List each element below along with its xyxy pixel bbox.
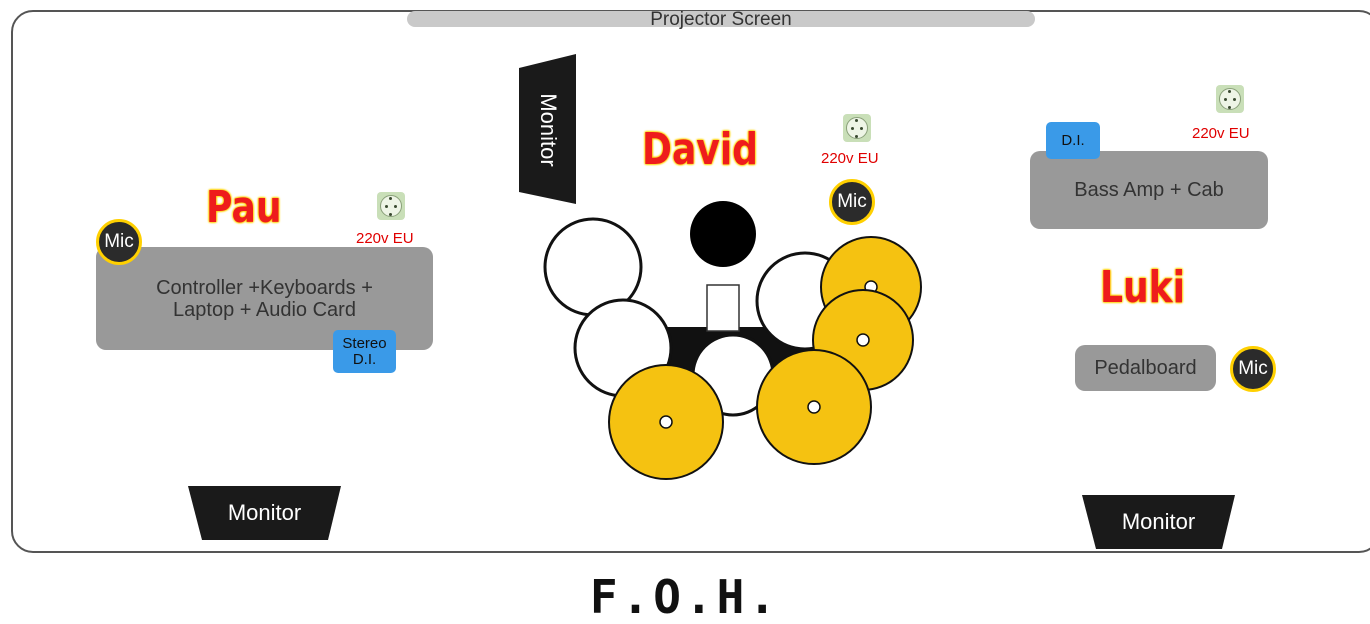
luki-di-box: D.I. bbox=[1046, 122, 1100, 159]
david-power-label: 220v EU bbox=[821, 150, 879, 167]
david-monitor-label: Monitor bbox=[536, 93, 561, 167]
luki-power-label: 220v EU bbox=[1192, 125, 1250, 142]
david-mic-label: Mic bbox=[837, 191, 867, 212]
pau-monitor-label: Monitor bbox=[227, 500, 302, 525]
david-name: David bbox=[642, 124, 759, 175]
luki-mic-label: Mic bbox=[1238, 358, 1268, 379]
drum-kit bbox=[543, 201, 922, 480]
pau-di-line2: D.I. bbox=[352, 350, 377, 368]
projector-screen bbox=[407, 11, 1035, 27]
luki-di-label: D.I. bbox=[1061, 131, 1085, 149]
luki-power-outlet-icon bbox=[1216, 85, 1244, 113]
foh-label: F.O.H. bbox=[589, 570, 781, 624]
pau-power-label: 220v EU bbox=[356, 230, 414, 247]
pau-monitor-wedge bbox=[188, 486, 341, 540]
pau-stereo-di-box: Stereo D.I. bbox=[333, 330, 396, 373]
pau-mic-icon: Mic bbox=[96, 219, 142, 265]
luki-pedalboard: Pedalboard bbox=[1075, 345, 1216, 391]
luki-pedalboard-label: Pedalboard bbox=[1094, 357, 1197, 379]
pau-rig-line1: Controller +Keyboards + bbox=[156, 276, 373, 299]
david-mic-icon: Mic bbox=[829, 179, 875, 225]
pau-rig-line2: Laptop + Audio Card bbox=[173, 298, 356, 321]
david-monitor-wedge bbox=[519, 54, 576, 204]
luki-mic-icon: Mic bbox=[1230, 346, 1276, 392]
david-power-outlet-icon bbox=[843, 114, 871, 142]
luki-monitor-label: Monitor bbox=[1121, 509, 1196, 534]
pau-di-line1: Stereo bbox=[342, 334, 387, 352]
projector-screen-label: Projector Screen bbox=[650, 9, 792, 30]
pau-power-outlet-icon bbox=[377, 192, 405, 220]
pau-name: Pau bbox=[206, 182, 282, 233]
luki-bass-amp: Bass Amp + Cab bbox=[1030, 151, 1268, 229]
luki-name: Luki bbox=[1100, 262, 1186, 313]
drum-throne bbox=[690, 201, 756, 267]
pau-mic-label: Mic bbox=[104, 231, 134, 252]
drum-pedal bbox=[706, 284, 740, 332]
luki-monitor-wedge bbox=[1082, 495, 1235, 549]
luki-amp-label: Bass Amp + Cab bbox=[1074, 179, 1224, 201]
